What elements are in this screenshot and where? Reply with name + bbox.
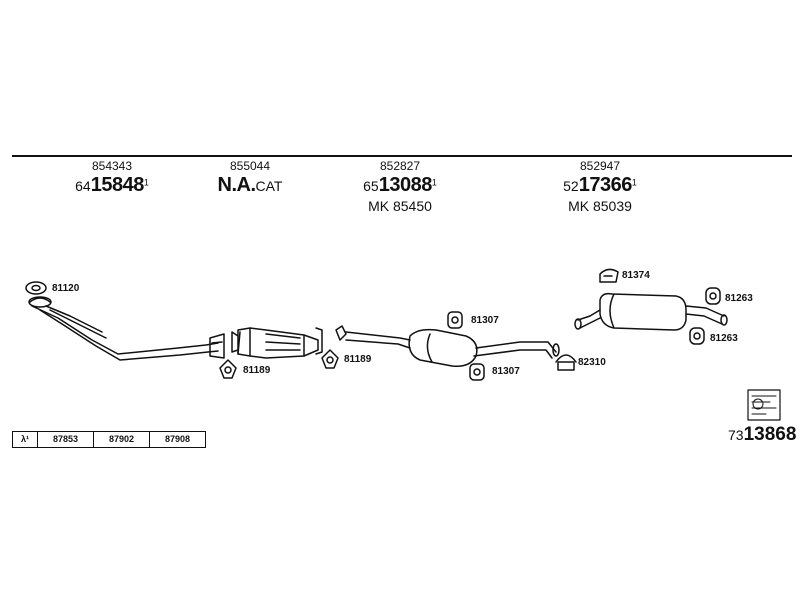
part-label-81189: 81189	[344, 354, 372, 365]
clamp-icon	[28, 296, 52, 308]
lambda-code: 87853	[37, 432, 93, 447]
part-label-81263: 81263	[710, 333, 738, 344]
rubber-mount-icon	[469, 363, 485, 381]
column-rear-silencer: 852947 52173661 MK 85039	[540, 159, 660, 214]
gasket-icon	[25, 281, 47, 295]
column-code: 52173661	[563, 173, 637, 196]
tailpipe-icon	[685, 305, 728, 326]
part-label-81120: 81120	[52, 283, 80, 294]
catalytic-converter-icon	[231, 327, 323, 359]
rubber-mount-icon	[705, 287, 721, 305]
rubber-mount-icon	[447, 311, 463, 329]
clamp-icon	[555, 354, 577, 371]
part-label-81307: 81307	[492, 366, 520, 377]
column-ref: 854343	[91, 159, 133, 173]
header-rule	[12, 155, 792, 157]
front-pipe-drawing	[31, 305, 225, 361]
column-ref: 855044	[229, 159, 271, 173]
rubber-mount-icon	[599, 268, 619, 283]
column-front-pipe: 854343 64158481	[62, 159, 162, 197]
lambda-code: 87902	[93, 432, 149, 447]
lambda-code: 87908	[149, 432, 205, 447]
column-ref: 852947	[579, 159, 621, 173]
column-catalyst: 855044 N.A.CAT	[200, 159, 300, 197]
column-code: 65130881	[363, 173, 437, 196]
column-mk: MK 85450	[368, 197, 432, 214]
lambda-symbol: λ¹	[20, 434, 29, 444]
clamp-icon	[321, 349, 339, 369]
lambda-sensor-table: λ¹ 87853 87902 87908	[12, 431, 206, 448]
part-label-82310: 82310	[578, 357, 606, 368]
column-mk: MK 85039	[568, 197, 632, 214]
part-label-81374: 81374	[622, 270, 650, 281]
column-middle-silencer: 852827 65130881 MK 85450	[340, 159, 460, 214]
part-label-81263: 81263	[725, 293, 753, 304]
muffler-icon	[408, 328, 560, 368]
part-label-81307: 81307	[471, 315, 499, 326]
part-label-81189: 81189	[243, 365, 271, 376]
manual-book-icon	[747, 389, 781, 421]
column-ref: 852827	[379, 159, 421, 173]
rubber-mount-icon	[689, 327, 705, 345]
column-code: 64158481	[75, 173, 149, 196]
clamp-icon	[219, 359, 237, 379]
column-code: N.A.CAT	[217, 173, 283, 196]
muffler-icon	[574, 292, 687, 331]
final-code: 7313868	[728, 424, 797, 445]
middle-pipe-drawing	[335, 325, 411, 349]
